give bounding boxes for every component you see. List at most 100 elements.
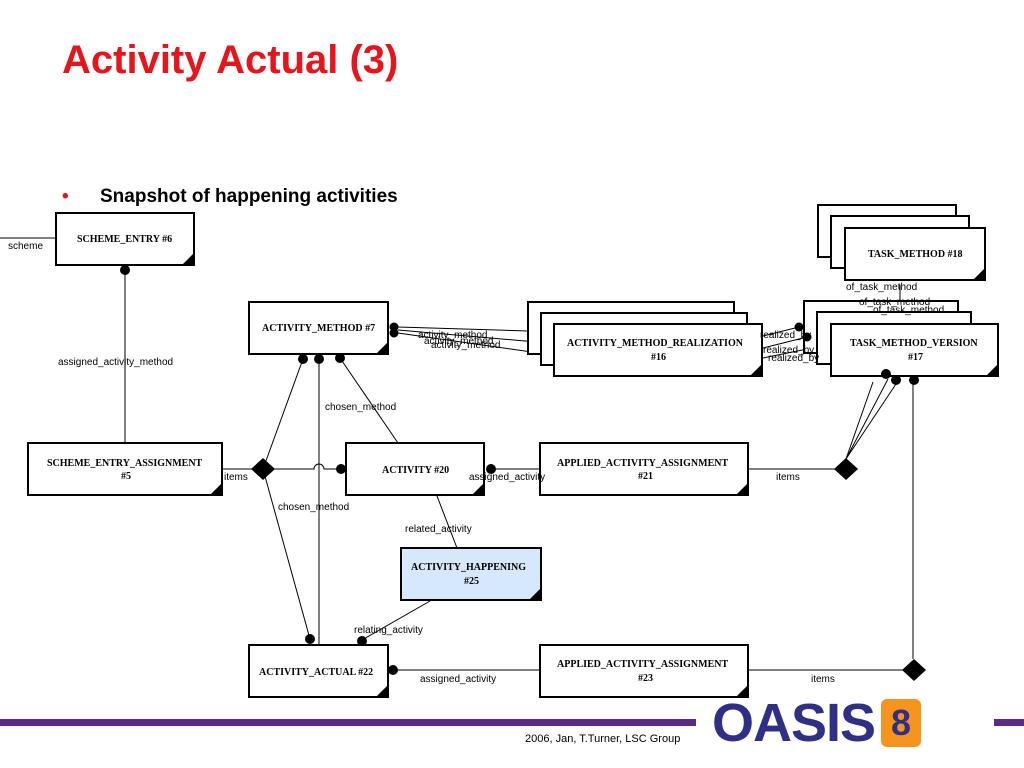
- connector: [762, 327, 796, 337]
- footer-bar: [994, 719, 1024, 726]
- entity-id: #25: [464, 576, 479, 587]
- connector: [361, 600, 431, 641]
- entity-label: TASK_METHOD #18: [868, 249, 963, 260]
- corner-mark: [376, 685, 388, 697]
- entity-id: #16: [651, 352, 666, 363]
- relationship-dot: [802, 332, 812, 342]
- entity-box: [27, 442, 223, 496]
- entity-box: [553, 323, 763, 377]
- rel-realized-by: realized_by: [760, 330, 811, 341]
- rel-activity-method: activity_method: [424, 336, 493, 347]
- entity-label: APPLIED_ACTIVITY_ASSIGNMENT: [557, 458, 728, 469]
- entity-applied-activity-assignment-21[interactable]: APPLIED_ACTIVITY_ASSIGNMENT #21: [539, 442, 749, 496]
- rel-realized-by: realized_by: [768, 353, 819, 364]
- rel-relating-activity: relating_activity: [354, 625, 423, 636]
- relationship-dots: [120, 265, 919, 675]
- rel-of-task-method: of_task_method: [873, 305, 944, 316]
- connector: [339, 357, 399, 444]
- relationship-labels: scheme assigned_activity_method chosen_m…: [8, 241, 944, 685]
- entity-task-method-version[interactable]: TASK_METHOD_VERSION #17: [830, 323, 999, 377]
- entity-scheme-entry[interactable]: SCHEME_ENTRY #6: [55, 212, 195, 266]
- corner-mark: [210, 483, 222, 495]
- diamond-icon: [902, 659, 926, 681]
- slide-title: Activity Actual (3): [62, 38, 399, 82]
- rel-chosen-method: chosen_method: [278, 502, 349, 513]
- diamond-icon: [251, 458, 275, 480]
- rel-activity-method: activity_method: [431, 340, 500, 351]
- rel-realized-by: realized_by: [763, 345, 814, 356]
- rel-of-task-method: of_task_method: [859, 297, 930, 308]
- rel-items: items: [776, 472, 800, 483]
- entity-box: [248, 644, 389, 698]
- entity-id: #17: [908, 352, 923, 363]
- relationship-dot: [881, 369, 891, 379]
- relationship-dot: [891, 375, 901, 385]
- entity-label: ACTIVITY_ACTUAL #22: [259, 667, 373, 678]
- entity-activity-actual[interactable]: ACTIVITY_ACTUAL #22: [248, 644, 389, 698]
- relationship-dot: [336, 464, 346, 474]
- entity-activity[interactable]: ACTIVITY #20: [345, 442, 485, 496]
- entity-label: ACTIVITY #20: [382, 465, 449, 476]
- rel-related-activity: related_activity: [405, 524, 472, 535]
- bullet-item: • Snapshot of happening activities: [62, 186, 398, 208]
- entity-id: #23: [638, 673, 653, 684]
- entity-box: [844, 227, 986, 281]
- rel-items: items: [224, 472, 248, 483]
- bullet-text: Snapshot of happening activities: [100, 186, 398, 207]
- entity-label: SCHEME_ENTRY_ASSIGNMENT: [47, 458, 203, 469]
- connector: [845, 378, 889, 460]
- connectors: [0, 237, 914, 671]
- entity-scheme-entry-assignment[interactable]: SCHEME_ENTRY_ASSIGNMENT #5: [27, 442, 223, 496]
- relationship-dot: [335, 353, 345, 363]
- diamond-icon: [834, 458, 858, 480]
- corner-mark: [182, 253, 194, 265]
- connector: [262, 358, 304, 470]
- rel-scheme: scheme: [8, 241, 43, 252]
- connector: [845, 381, 874, 460]
- corner-mark: [472, 483, 484, 495]
- relationship-dot: [298, 354, 308, 364]
- corner-mark: [750, 364, 762, 376]
- corner-mark: [736, 483, 748, 495]
- rel-of-task-method: of_task_method: [846, 282, 917, 293]
- rel-chosen-method: chosen_method: [325, 402, 396, 413]
- rel-assigned-activity: assigned_activity: [469, 472, 545, 483]
- entity-box: [345, 442, 485, 496]
- entity-activity-method-realization[interactable]: ACTIVITY_METHOD_REALIZATION #16: [553, 323, 763, 377]
- entity-box: [830, 323, 999, 377]
- footer-bar: [0, 719, 696, 726]
- corner-mark: [376, 342, 388, 354]
- relationship-dot: [389, 328, 399, 338]
- corner-mark: [736, 685, 748, 697]
- corner-mark: [529, 588, 541, 600]
- relationship-dot: [120, 265, 130, 275]
- entity-box: [248, 301, 389, 355]
- footer-text: 2006, Jan, T.Turner, LSC Group: [525, 733, 681, 745]
- relationship-dot: [388, 665, 398, 675]
- relationship-dot: [314, 354, 324, 364]
- entity-activity-happening[interactable]: ACTIVITY_HAPPENING #25: [400, 547, 542, 601]
- entity-box: [539, 442, 749, 496]
- entity-box: [539, 644, 749, 698]
- entity-label: ACTIVITY_METHOD #7: [262, 323, 375, 334]
- connector: [274, 463, 340, 470]
- entity-id: #5: [121, 471, 131, 482]
- entity-label: TASK_METHOD_VERSION: [850, 338, 978, 349]
- entity-label: SCHEME_ENTRY #6: [77, 234, 172, 245]
- connector: [845, 383, 897, 460]
- rel-assigned-activity-method: assigned_activity_method: [58, 357, 173, 368]
- relationship-dot: [794, 322, 804, 332]
- entity-applied-activity-assignment-23[interactable]: APPLIED_ACTIVITY_ASSIGNMENT #23: [539, 644, 749, 698]
- rel-items: items: [811, 674, 835, 685]
- entity-task-method[interactable]: TASK_METHOD #18: [844, 227, 986, 281]
- aggregation-diamonds: [251, 458, 926, 681]
- oasis-logo: OASIS 8: [712, 692, 922, 754]
- entity-activity-method[interactable]: ACTIVITY_METHOD #7: [248, 301, 389, 355]
- bullet-dot: •: [62, 186, 69, 207]
- logo-mark-icon: 8: [881, 699, 922, 747]
- entity-id: #21: [638, 471, 653, 482]
- relationship-dot: [909, 375, 919, 385]
- rel-activity-method: activity_method: [418, 330, 487, 341]
- relationship-dot: [357, 636, 367, 646]
